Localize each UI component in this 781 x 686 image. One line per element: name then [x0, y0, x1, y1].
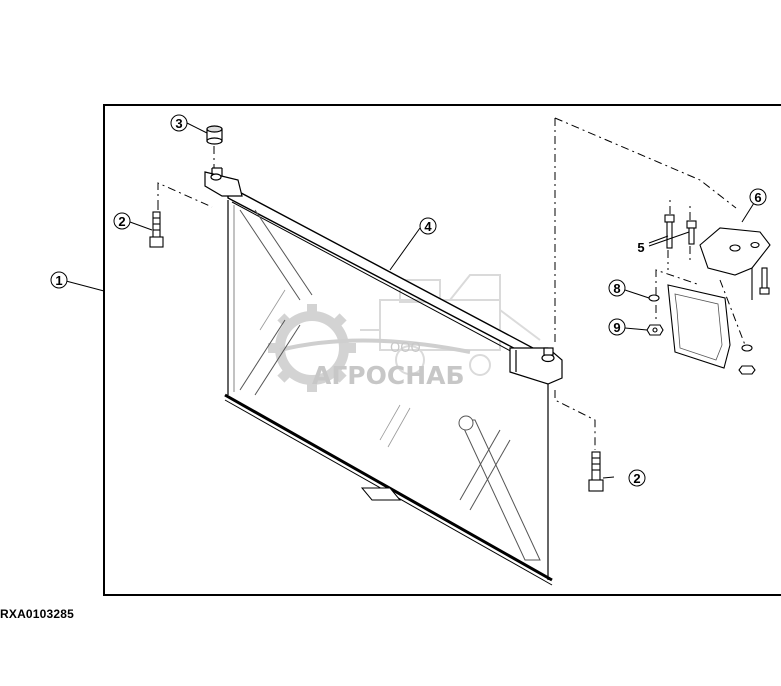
- callout-4-label: 4: [424, 219, 432, 234]
- watermark-brand: АГРОСНАБ: [312, 361, 465, 390]
- callout-2a: 2: [113, 212, 131, 230]
- callout-8: 8: [608, 279, 626, 297]
- spacer-bushing: [206, 125, 223, 145]
- callout-4: 4: [419, 217, 437, 235]
- callout-9-label: 9: [613, 320, 620, 335]
- nut-item-9: [646, 324, 664, 336]
- washer-item-8: [648, 294, 660, 302]
- bolts-item-5: [664, 214, 697, 249]
- callout-2a-label: 2: [118, 214, 125, 229]
- callout-1-label: 1: [55, 273, 62, 288]
- screen-panel-assembly: [204, 167, 563, 586]
- bolt-left: [149, 211, 164, 248]
- right-mount-bracket: [509, 347, 563, 385]
- mount-plate: [667, 284, 731, 369]
- diagram-frame: [103, 104, 781, 596]
- watermark-prefix: ООО: [390, 341, 421, 356]
- callout-6-label: 6: [754, 190, 761, 205]
- hinge-subassembly: [646, 214, 771, 375]
- bolt-right: [588, 451, 604, 492]
- callout-2b-label: 2: [633, 471, 640, 486]
- callout-5-label: 5: [637, 240, 644, 255]
- callout-2b: 2: [628, 469, 646, 487]
- callout-6: 6: [749, 188, 767, 206]
- callout-8-label: 8: [613, 281, 620, 296]
- cross-braces: [239, 209, 541, 561]
- callout-3-label: 3: [175, 116, 182, 131]
- assembly-dash-lines: [157, 117, 746, 450]
- leader-lines: [65, 122, 755, 479]
- callout-3: 3: [170, 114, 188, 132]
- callout-1: 1: [50, 271, 68, 289]
- watermark: ООО АГРОСНАБ: [268, 274, 541, 392]
- callout-9: 9: [608, 318, 626, 336]
- left-mount-bracket: [204, 167, 243, 197]
- callout-5: 5: [637, 240, 644, 255]
- figure-reference-code: RXA0103285: [0, 607, 75, 621]
- bottom-tab: [360, 487, 402, 501]
